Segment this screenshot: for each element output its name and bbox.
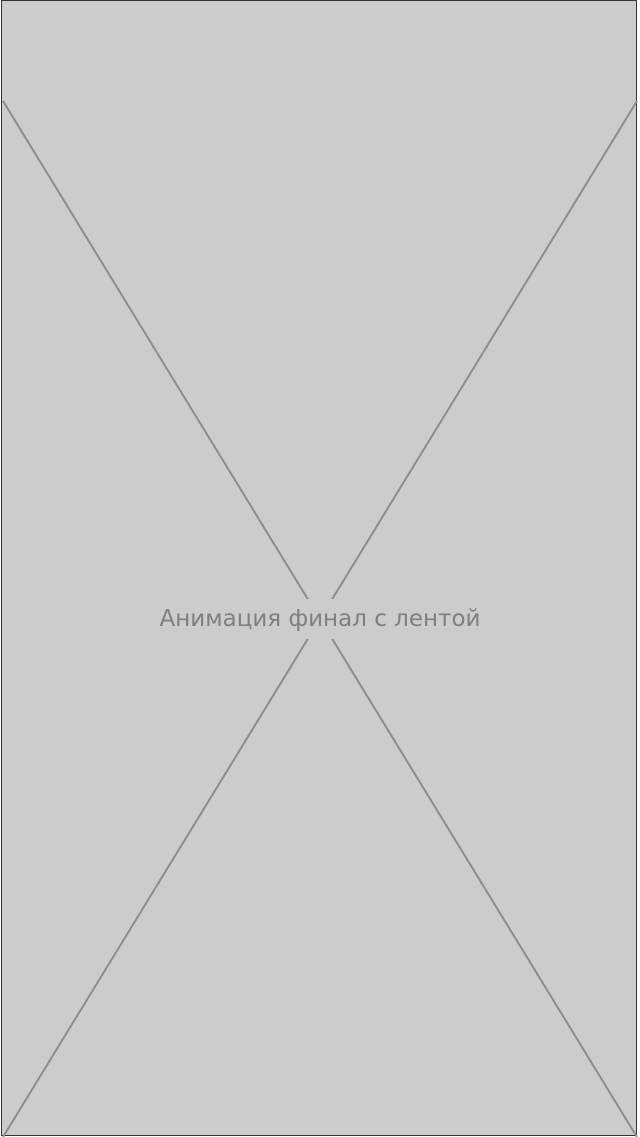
placeholder-label: Анимация финал с лентой <box>153 599 487 639</box>
placeholder-label-container: Анимация финал с лентой <box>2 599 638 639</box>
